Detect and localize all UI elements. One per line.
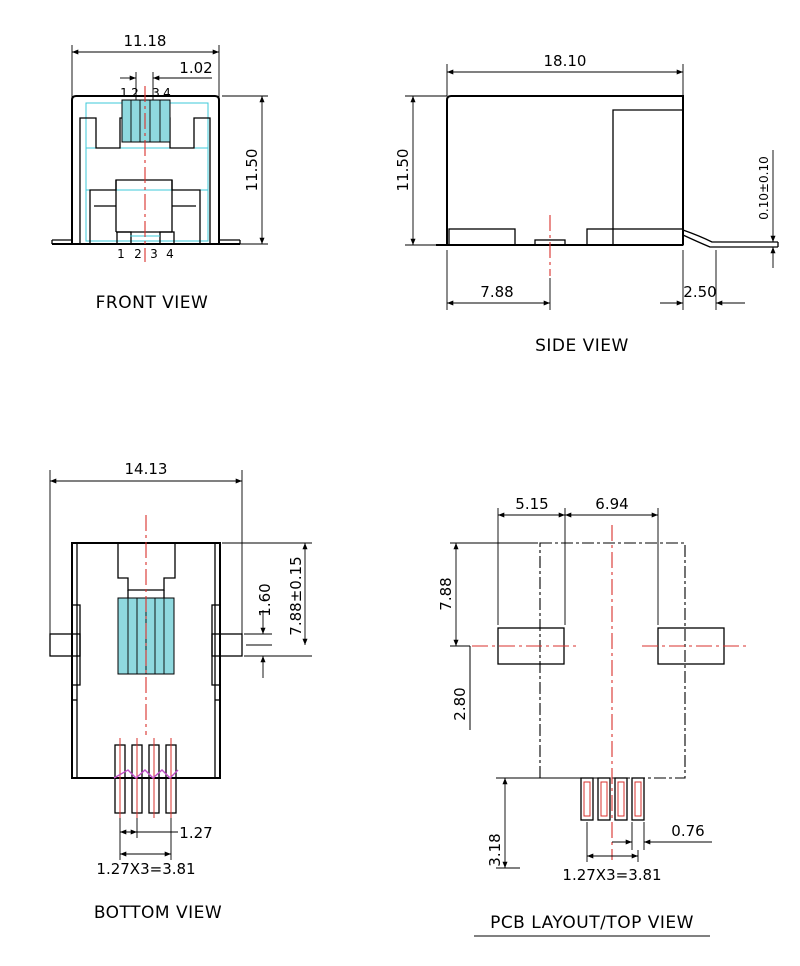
front-pin-label-bottom-1: 1 [117, 247, 125, 261]
bottom-view-title: BOTTOM VIEW [94, 903, 222, 923]
front-pin-label-bottom-4: 4 [166, 247, 174, 261]
front-pin-label-top-2: 2 [131, 86, 139, 100]
side-view-title: SIDE VIEW [535, 336, 629, 356]
bottom-pins [113, 738, 179, 818]
side-view: 18.10 11.50 7.88 2.50 0.10±0.10 SI [394, 52, 779, 356]
pcb-left-label: 5.15 [515, 495, 548, 513]
pcb-pin-width-label: 0.76 [671, 822, 704, 840]
bottom-post-left [49, 633, 81, 657]
pcb-pin-row-label: 3.18 [486, 833, 504, 866]
side-standoff-label: 0.10±0.10 [757, 156, 771, 220]
bottom-post-offset-label: 7.88±0.15 [287, 556, 305, 635]
front-pin-label-bottom-3: 3 [150, 247, 158, 261]
side-length-label: 18.10 [544, 52, 587, 70]
side-body-outline [446, 95, 684, 245]
bottom-view: 14.13 [49, 460, 312, 923]
bottom-width-label: 14.13 [125, 460, 168, 478]
front-width-label: 11.18 [124, 32, 167, 50]
pcb-pins [580, 777, 645, 821]
front-pin-label-top-3: 3 [152, 86, 160, 100]
pcb-pad-gap-label: 2.80 [451, 687, 469, 720]
front-pitch-label: 1.02 [179, 59, 212, 77]
pcb-depth-label: 7.88 [437, 577, 455, 610]
bottom-pitch-label: 1.27 [179, 824, 212, 842]
pcb-span-label: 1.27X3=3.81 [562, 866, 661, 884]
front-pin-label-top-1: 1 [120, 86, 128, 100]
side-offset-label: 7.88 [480, 283, 513, 301]
front-pin-label-top-4: 4 [163, 86, 171, 100]
pcb-view-title: PCB LAYOUT/TOP VIEW [490, 913, 694, 933]
front-height-label: 11.50 [243, 149, 261, 192]
front-contact-block [121, 99, 171, 143]
front-view-title: FRONT VIEW [96, 293, 209, 313]
bottom-span-label: 1.27X3=3.81 [96, 860, 195, 878]
front-pin-label-bottom-2: 2 [134, 247, 142, 261]
front-view: 11.18 1.02 11.50 [51, 32, 268, 313]
bottom-post-right [211, 633, 243, 657]
bottom-post-dia-label: 1.60 [256, 583, 274, 616]
pcb-right-label: 6.94 [595, 495, 628, 513]
side-height-label: 11.50 [394, 149, 412, 192]
side-lead-label: 2.50 [683, 283, 716, 301]
pcb-layout-view: 5.15 6.94 7.88 2.80 3.18 0.76 [437, 495, 750, 937]
